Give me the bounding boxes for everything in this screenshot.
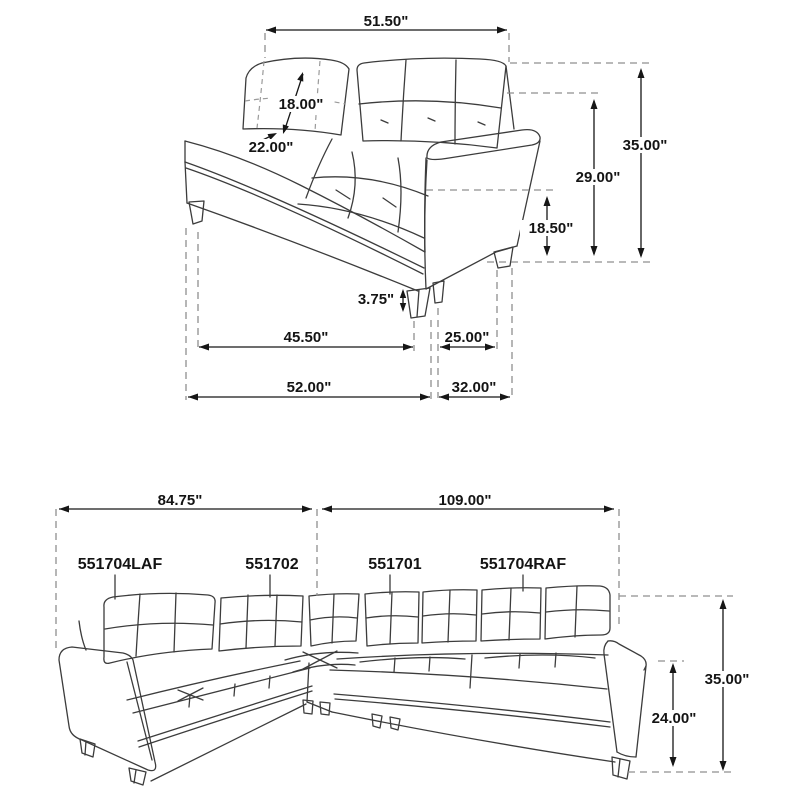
label-backdrop [240, 139, 302, 155]
part-label-raf: 551704RAF [480, 556, 567, 573]
label-backdrop [270, 96, 332, 112]
dim-seat-depth: 22.00" [249, 139, 294, 156]
dim-arm-section-depth: 25.00" [445, 329, 490, 346]
sectional-extension-lines [55, 509, 733, 773]
dim-seat-height: 18.50" [529, 220, 574, 237]
dim-top-width: 51.50" [364, 13, 409, 30]
dim-interior-width: 45.50" [284, 329, 329, 346]
label-backdrop [643, 710, 705, 726]
loveseat-dimension-lines [188, 26, 645, 401]
label-backdrop [520, 220, 582, 236]
dim-back-cushion-height: 18.00" [279, 96, 324, 113]
part-label-corner: 551702 [245, 556, 298, 573]
part-label-armless: 551701 [368, 556, 421, 573]
dim-overall-height: 35.00" [623, 137, 668, 154]
label-backdrop [697, 671, 757, 687]
loveseat-hidden-seams [244, 60, 346, 133]
sectional-line-art [58, 574, 647, 786]
part-label-laf: 551704LAF [78, 556, 163, 573]
loveseat-line-art [184, 57, 541, 319]
label-backdrop [569, 169, 627, 185]
dim-back-height: 29.00" [576, 169, 621, 186]
dim-sectional-left-width: 84.75" [158, 492, 203, 509]
dim-overall-width: 52.00" [287, 379, 332, 396]
loveseat-drawing: 51.50" 18.00" 22.00" 35.00" 29.00" 18.50… [184, 13, 674, 401]
dim-sectional-arm-height: 24.00" [652, 710, 697, 727]
sectional-dimension-lines [59, 505, 727, 771]
label-backdrop [616, 137, 674, 153]
dim-sectional-right-width: 109.00" [439, 492, 492, 509]
dim-sectional-overall-height: 35.00" [705, 671, 750, 688]
loveseat-extension-lines [185, 33, 654, 400]
sectional-drawing: 84.75" 109.00" 551704LAF 551702 551701 5… [55, 492, 757, 786]
dim-overall-depth: 32.00" [452, 379, 497, 396]
dim-leg-height: 3.75" [358, 291, 394, 308]
